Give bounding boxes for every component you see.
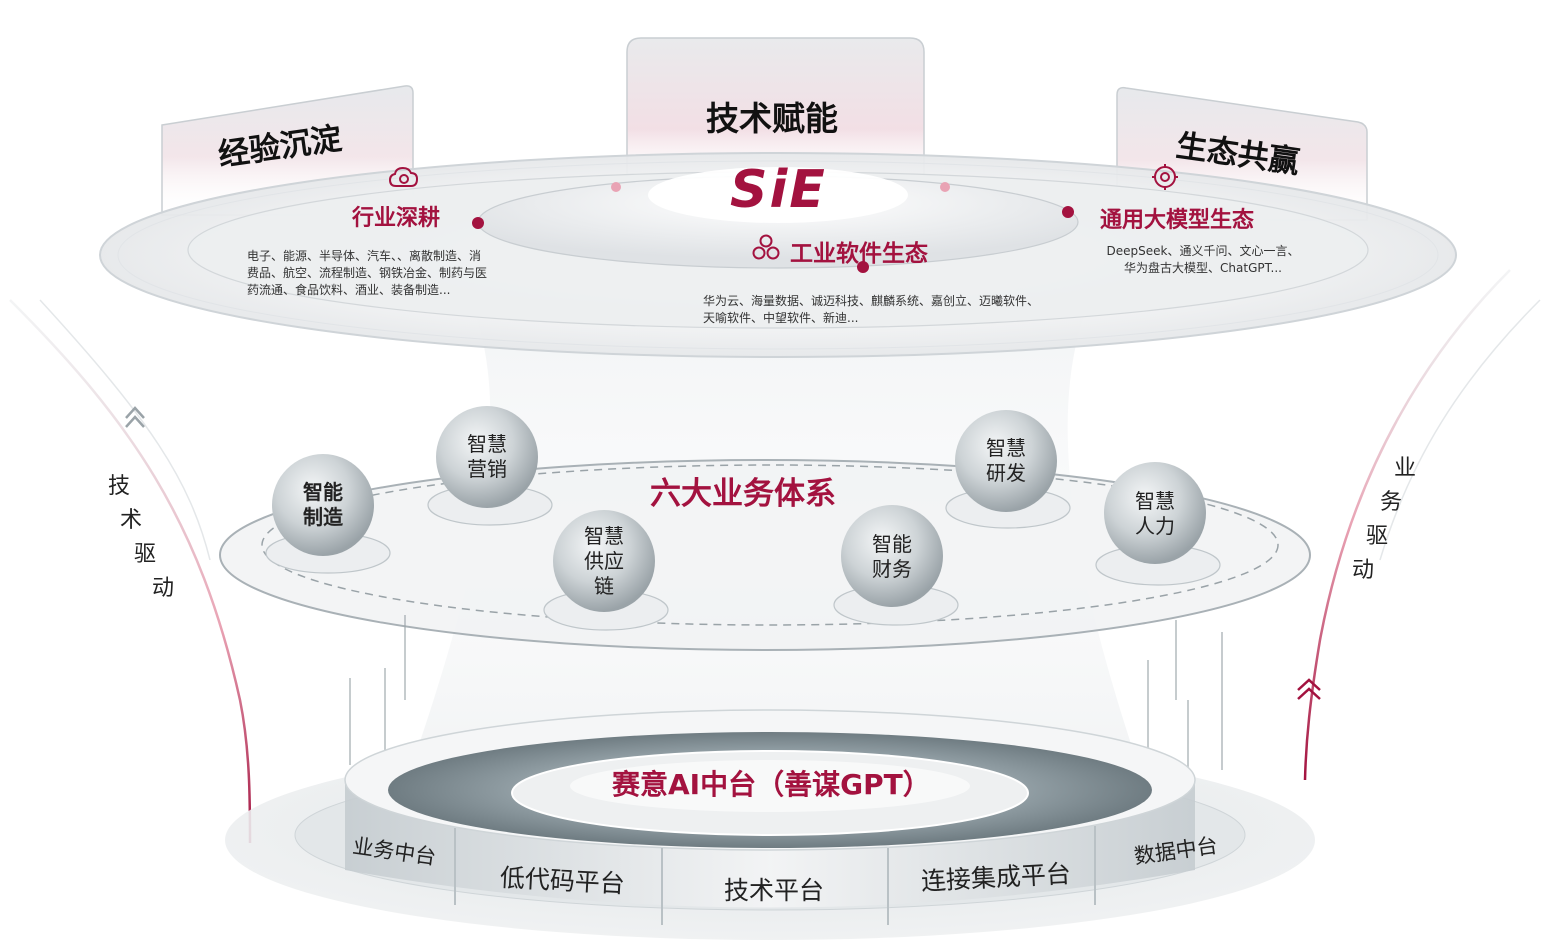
tech-driven-char: 技 — [108, 474, 131, 499]
tech-driven-char: 动 — [152, 576, 175, 601]
tab-tech-empowerment: 技术赋能 — [706, 99, 838, 138]
sphere-smart-marketing: 智慧 营销 — [467, 432, 507, 481]
model-ecosystem-title: 通用大模型生态 — [1100, 208, 1255, 233]
software-ecosystem-description: 华为云、海量数据、诚迈科技、麒麟系统、嘉创立、迈曦软件、 天喻软件、中望软件、新… — [703, 293, 1083, 327]
industry-line: 费品、航空、流程制造、钢铁冶金、制药与医 — [247, 266, 488, 280]
sphere-smart-hr: 智慧 人力 — [1135, 489, 1175, 538]
hexagon-cluster-icon — [752, 234, 780, 260]
sie-logo: SiE — [730, 160, 827, 220]
industry-line: 药流通、食品饮料、酒业、装备制造... — [247, 283, 451, 297]
business-driven-char: 动 — [1352, 558, 1375, 583]
gear-network-icon — [1152, 164, 1178, 190]
sphere-smart-rnd: 智慧 研发 — [986, 436, 1026, 485]
software-line: 天喻软件、中望软件、新迪... — [703, 311, 859, 325]
tech-driven-char: 术 — [120, 508, 143, 533]
six-business-systems-title: 六大业务体系 — [650, 476, 836, 512]
model-line: 华为盘古大模型、ChatGPT... — [1124, 261, 1282, 275]
industry-description: 电子、能源、半导体、汽车、、离散制造、消 费品、航空、流程制造、钢铁冶金、制药与… — [247, 248, 522, 299]
sphere-smart-supply-chain: 智慧 供应 链 — [584, 524, 624, 598]
tech-driven-label: 技 术 驱 动 — [108, 470, 174, 606]
cloud-gear-icon — [388, 166, 419, 187]
model-ecosystem-description: DeepSeek、通义千问、文心一言、 华为盘古大模型、ChatGPT... — [1088, 243, 1318, 277]
sphere-smart-finance: 智能 财务 — [872, 532, 912, 581]
model-line: DeepSeek、通义千问、文心一言、 — [1106, 244, 1300, 258]
sphere-intelligent-manufacturing: 智能 制造 — [303, 480, 343, 529]
business-driven-char: 驱 — [1366, 524, 1389, 549]
business-driven-label: 业 务 驱 动 — [1350, 452, 1416, 588]
platform-technology: 技术平台 — [724, 876, 825, 905]
business-driven-char: 业 — [1394, 456, 1417, 481]
tech-driven-char: 驱 — [134, 542, 157, 567]
business-driven-char: 务 — [1380, 490, 1403, 515]
platform-low-code: 低代码平台 — [499, 862, 626, 899]
industry-title: 行业深耕 — [352, 206, 441, 231]
ai-platform-title: 赛意AI中台（善谋GPT） — [612, 768, 931, 801]
software-line: 华为云、海量数据、诚迈科技、麒麟系统、嘉创立、迈曦软件、 — [703, 294, 1040, 308]
software-ecosystem-title: 工业软件生态 — [790, 241, 928, 267]
industry-line: 电子、能源、半导体、汽车、、离散制造、消 — [247, 249, 482, 263]
